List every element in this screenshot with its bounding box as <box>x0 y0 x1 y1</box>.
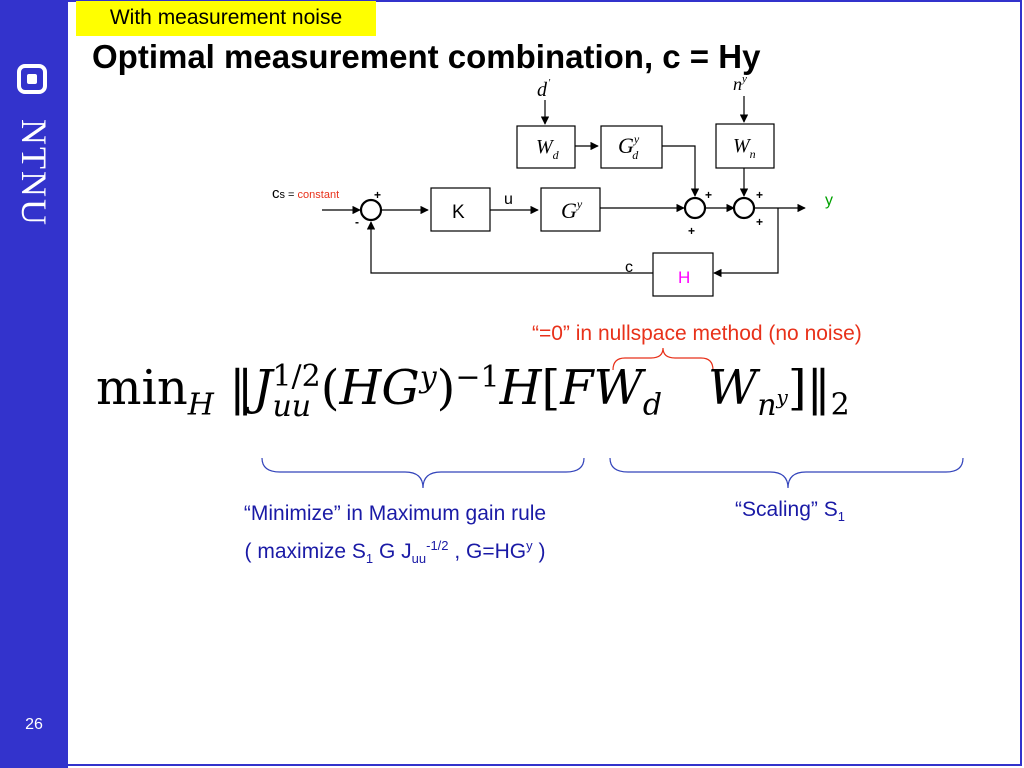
minimize-note: “Minimize” in Maximum gain rule ( maximi… <box>195 498 595 575</box>
wn-block <box>715 123 775 169</box>
plus-sign: + <box>374 188 381 202</box>
gdy-block <box>600 125 663 169</box>
gy-label: Gy <box>561 197 583 223</box>
wd-label: Wd <box>536 136 560 162</box>
y-label: y <box>825 192 833 209</box>
cs-label: cs = constant <box>272 185 339 202</box>
ntnu-logo-icon <box>17 64 47 94</box>
minimize-brace <box>261 457 585 489</box>
sum-junction-k <box>359 198 383 222</box>
sum-junction-n <box>732 196 756 220</box>
wd-block <box>516 125 576 169</box>
gy-block <box>540 187 601 232</box>
c-label: c <box>625 259 633 276</box>
page-number: 26 <box>25 716 43 733</box>
h-block <box>652 252 714 297</box>
sidebar: NTNU 26 <box>0 0 68 768</box>
k-block <box>430 187 491 232</box>
plus-sign: + <box>756 215 763 229</box>
u-label: u <box>504 191 513 208</box>
slide-title: Optimal measurement combination, c = Hy <box>92 38 761 75</box>
minimize-note-line1: “Minimize” in Maximum gain rule <box>243 502 547 525</box>
k-label: K <box>452 202 465 223</box>
nullspace-brace <box>612 347 714 371</box>
plus-sign: + <box>688 224 695 238</box>
wn-label: Wn <box>733 135 756 161</box>
nullspace-annotation: “=0” in nullspace method (no noise) <box>532 322 862 345</box>
section-tag: With measurement noise <box>76 1 376 36</box>
plus-sign: + <box>705 188 712 202</box>
scaling-note: “Scaling” S1 <box>735 498 845 525</box>
scaling-brace <box>609 457 964 489</box>
d-label: d' <box>537 78 551 101</box>
h-label: H <box>678 268 690 287</box>
slide-frame <box>68 0 1022 766</box>
sum-junction-d <box>683 196 707 220</box>
minimize-note-line2: ( maximize S1 G Juu-1/2 , G=HGy ) <box>244 538 546 567</box>
plus-sign: + <box>756 188 763 202</box>
ny-label: ny <box>733 73 747 94</box>
minus-sign: - <box>355 215 359 229</box>
